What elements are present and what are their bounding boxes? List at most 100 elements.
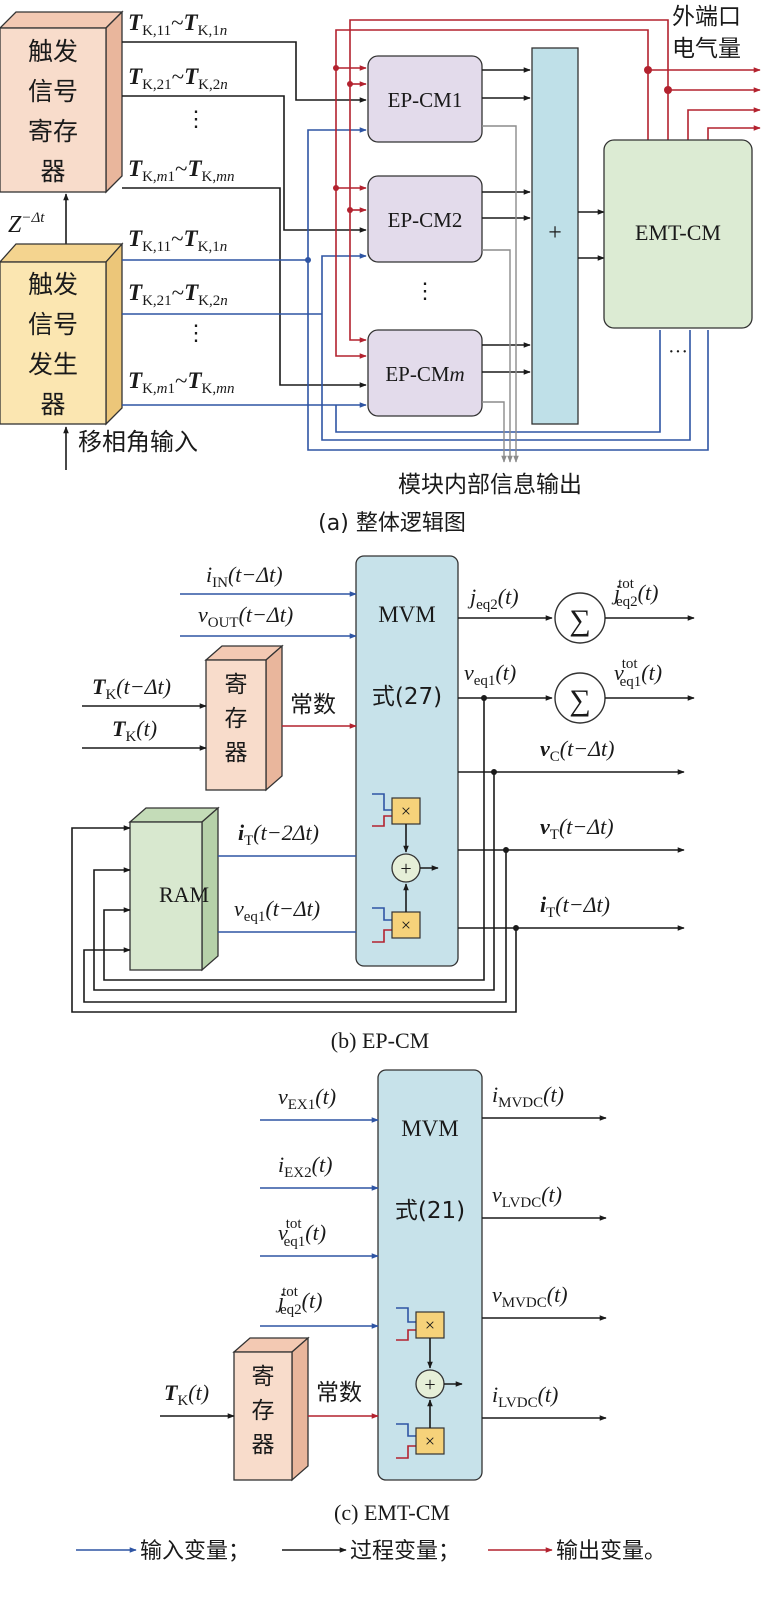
mult1c-in-blue <box>396 1307 416 1323</box>
generator-line-4: 器 <box>40 390 65 419</box>
mvm-label-b: MVM <box>378 602 436 627</box>
legend-output-label: 输出变量。 <box>556 1539 666 1564</box>
multiplier-1c-sign: × <box>425 1315 435 1335</box>
ram-block: RAM <box>128 806 220 972</box>
trigger-signal-generator-block: 触发 信号 发生 器 <box>0 242 124 426</box>
sum-block <box>531 47 579 425</box>
out-it-label: iT(t−Δt) <box>540 892 610 921</box>
mvm-box-b <box>355 555 459 967</box>
mult2-in-blue <box>372 907 392 921</box>
adder-sign-b: + <box>400 858 411 880</box>
caption-a: (a) 整体逻辑图 <box>318 511 466 536</box>
ep-cm1-label: EP-CM1 <box>388 88 463 112</box>
generator-line-1: 触发 <box>28 270 78 299</box>
register-b-line-2: 存 <box>225 706 248 732</box>
register-to-epcm2-line <box>122 95 367 233</box>
tk-prev-label: TK(t−Δt) <box>92 674 171 703</box>
junction-dot <box>347 207 353 213</box>
ep-cm2-box <box>367 175 483 263</box>
internal-info-line-1 <box>482 125 519 463</box>
legend-input-label: 输入变量； <box>140 1539 250 1564</box>
ep-cm1-box <box>367 55 483 143</box>
constant-label-c: 常数 <box>316 1380 362 1406</box>
emt-feedback-line-1 <box>307 127 709 451</box>
generator-line-2: 信号 <box>28 310 78 339</box>
signal-bottom-3-label: TK,m1~TK,mn <box>128 368 234 397</box>
generator-line-3: 发生 <box>28 350 78 379</box>
register-to-epcmm-line <box>122 187 367 388</box>
junction-dot <box>333 185 339 191</box>
mult1-in-blue <box>372 793 392 811</box>
out-ilvdc-label: iLVDC(t) <box>492 1382 558 1411</box>
ram-label: RAM <box>159 882 209 907</box>
part-a: 触发 信号 寄存 器 Z−Δt 触发 信号 发生 器 移相角输入 TK,11~T… <box>0 4 761 536</box>
emt-cm-label: EMT-CM <box>635 220 721 245</box>
ram-out-veq-label: veq1(t−Δt) <box>234 896 320 925</box>
signal-bottom-1-label: TK,11~TK,1n <box>128 226 227 255</box>
multiplier-1-b <box>391 797 421 825</box>
signal-top-1-label: TK,11~TK,1n <box>128 10 227 39</box>
multiplier-1-sign: × <box>401 801 411 821</box>
caption-b: (b) EP-CM <box>331 1028 429 1053</box>
register-to-epcm1-line <box>122 41 367 103</box>
input-iin-label: iIN(t−Δt) <box>206 562 283 591</box>
out-vt-label: vT(t−Δt) <box>540 814 614 843</box>
register-c-line-3: 器 <box>252 1432 275 1458</box>
external-red-line-2 <box>349 19 669 140</box>
register-line-1: 触发 <box>28 37 78 66</box>
delay-label: Z−Δt <box>8 210 45 238</box>
out-vc-label: vC(t−Δt) <box>540 736 614 765</box>
junction-dot <box>644 66 652 74</box>
signal-top-vdots: ⋮ <box>185 106 207 131</box>
register-line-4: 器 <box>40 157 65 186</box>
formula-label-b: 式(27) <box>372 684 442 710</box>
external-output-4 <box>707 125 761 140</box>
input-iex2-label: iEX2(t) <box>278 1152 332 1181</box>
ep-cmm-label: EP-CMm <box>385 362 464 386</box>
register-block-b: 寄 存 器 <box>204 644 284 792</box>
external-port-label-1: 外端口 <box>672 4 741 30</box>
part-b: MVM 式(27) iIN(t−Δt) vOUT(t−Δt) 寄 存 器 TK(… <box>71 555 695 1053</box>
mult2c-in-blue <box>396 1423 416 1437</box>
register-line-2: 信号 <box>28 77 78 106</box>
constant-label-b: 常数 <box>290 692 336 718</box>
formula-label-c: 式(21) <box>395 1198 465 1224</box>
feedback-vt-line <box>83 850 507 1003</box>
trigger-signal-register-block: 触发 信号 寄存 器 <box>0 10 124 194</box>
multiplier-2-sign: × <box>401 915 411 935</box>
feedback-it-line <box>71 825 517 1013</box>
register-block-c: 寄 存 器 <box>232 1336 310 1482</box>
emt-feedback-line-3 <box>335 330 661 433</box>
legend-process-label: 过程变量； <box>350 1539 460 1564</box>
tk-now-label: TK(t) <box>112 716 157 745</box>
internal-info-line-m <box>482 401 507 463</box>
mvm-label-c: MVM <box>401 1116 459 1141</box>
ep-cmm-box <box>367 329 483 417</box>
ep-cm-vdots: ⋮ <box>414 278 436 303</box>
out-imvdc-label: iMVDC(t) <box>492 1082 564 1111</box>
emt-cm-ellipsis: ··· <box>668 341 688 363</box>
feedback-veq1-line <box>103 698 485 981</box>
external-output-3 <box>687 107 761 140</box>
red-branch-cmm <box>349 60 367 343</box>
sum-plus-sign: + <box>548 220 562 246</box>
input-vout-label: vOUT(t−Δt) <box>198 602 293 631</box>
register-line-3: 寄存 <box>28 117 78 146</box>
signal-bottom-2-label: TK,21~TK,2n <box>128 280 228 309</box>
junction-dot <box>481 695 487 701</box>
register-c-line-1: 寄 <box>252 1364 275 1390</box>
signal-bottom-vdots: ⋮ <box>185 320 207 345</box>
mult2-in-red <box>372 929 392 943</box>
out-jeq2-label: jeq2(t) <box>467 584 519 613</box>
junction-dot <box>503 847 509 853</box>
junction-dot <box>347 81 353 87</box>
legend: 输入变量； 过程变量； 输出变量。 <box>76 1539 666 1564</box>
multiplier-1-c <box>415 1311 445 1339</box>
external-port-label-2: 电气量 <box>672 36 741 62</box>
phase-input-label: 移相角输入 <box>78 428 198 456</box>
